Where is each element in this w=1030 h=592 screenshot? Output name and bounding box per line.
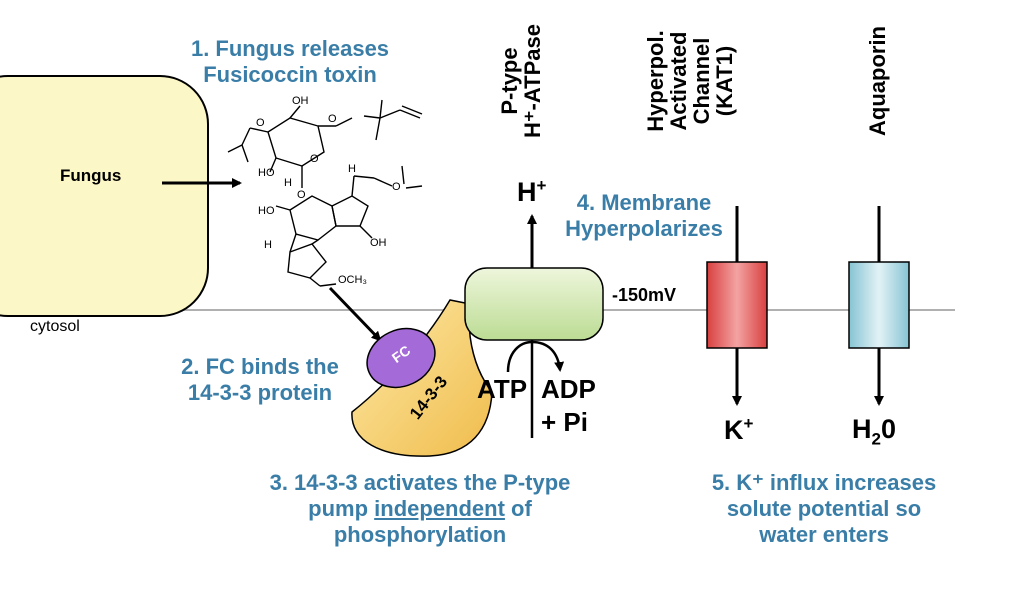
- fusicoccin-molecule: [227, 99, 423, 287]
- header-kat1-line-2: Activated: [666, 31, 691, 131]
- voltage-label: -150mV: [612, 285, 677, 305]
- step-3-line-3: phosphorylation: [333, 522, 507, 547]
- aquaporin-channel: [848, 261, 910, 349]
- mol-ho-mid: HO: [258, 205, 275, 217]
- cytosol-label: cytosol: [30, 318, 80, 335]
- step-5-line-1: 5. K⁺ influx increases: [711, 470, 937, 495]
- water-molecule: H20: [852, 414, 896, 449]
- fc-toxin: [366, 327, 436, 389]
- step-1-caption: 1. Fungus releases Fusicoccin toxin: [150, 36, 430, 88]
- step-4-line-2: Hyperpolarizes: [565, 216, 723, 241]
- step-4-line-1: 4. Membrane: [576, 190, 712, 215]
- molecule-lettering: OH O O HO H O O O H HO H OH OCH₃: [256, 95, 401, 286]
- mol-h-left: H: [264, 239, 272, 251]
- header-ptype-line-1: P-type: [497, 47, 522, 115]
- step-5-line-2: solute potential so: [726, 496, 922, 521]
- pump-body: [464, 267, 604, 341]
- step-2-caption: 2. FC binds the 14-3-3 protein: [150, 354, 370, 406]
- header-kat1-line-1: Hyperpol.: [643, 30, 668, 132]
- mol-o-ring: O: [310, 153, 319, 165]
- adp-curve-arrow: [531, 340, 565, 372]
- fungus-cell: [0, 75, 209, 317]
- mol-o-link: O: [297, 189, 306, 201]
- mol-h-ring: H: [284, 177, 292, 189]
- mol-o-top: O: [328, 113, 337, 125]
- fungus-label: Fungus: [60, 166, 122, 185]
- step-5-line-3: water enters: [759, 522, 889, 547]
- proton-sup: +: [536, 176, 547, 195]
- step-1-line-1: 1. Fungus releases: [190, 36, 390, 61]
- mol-oh-top: OH: [292, 95, 309, 107]
- mol-o-right: O: [392, 181, 401, 193]
- header-ptype-line-2: H⁺-ATPase: [520, 24, 545, 138]
- mol-oh-right: OH: [370, 237, 387, 249]
- step-3-of: of: [504, 496, 532, 521]
- step-3-line-2: pump independent of: [230, 496, 610, 522]
- step-3-pump: pump: [308, 496, 375, 521]
- header-aquaporin: Aquaporin: [865, 6, 890, 156]
- mol-h-mid: H: [348, 163, 356, 175]
- potassium-sup: +: [743, 414, 754, 433]
- potassium-k: K: [724, 415, 744, 445]
- mol-och3: OCH₃: [338, 274, 367, 286]
- header-kat1-line-4: (KAT1): [712, 45, 737, 117]
- step-2-line-2: 14-3-3 protein: [187, 380, 333, 405]
- adp-label: ADP: [541, 374, 596, 404]
- atp-curve: [506, 340, 533, 373]
- mol-ho-left: HO: [258, 167, 275, 179]
- header-kat1-line-3: Channel: [689, 37, 714, 125]
- header-aquaporin-line-1: Aquaporin: [865, 26, 890, 136]
- header-ptype-atpase: P-type H⁺-ATPase: [497, 6, 545, 156]
- step-5-caption: 5. K⁺ influx increases solute potential …: [664, 470, 984, 548]
- mol-o-left: O: [256, 117, 265, 129]
- atp-label: ATP: [477, 374, 528, 404]
- water-sub: 2: [871, 429, 881, 449]
- potassium-ion: K+: [724, 414, 753, 446]
- step-3-line-1: 3. 14-3-3 activates the P-type: [269, 470, 571, 495]
- step-3-independent: independent: [374, 496, 505, 521]
- step-3-caption: 3. 14-3-3 activates the P-type pump inde…: [230, 470, 610, 548]
- binding-arrow: [328, 286, 382, 342]
- step-1-line-2: Fusicoccin toxin: [203, 62, 377, 87]
- water-o: 0: [880, 414, 896, 444]
- step-2-line-1: 2. FC binds the: [181, 354, 339, 379]
- proton-ion: H+: [517, 176, 546, 208]
- step-4-caption: 4. Membrane Hyperpolarizes: [544, 190, 744, 242]
- kat1-channel: [706, 261, 768, 349]
- proton-h: H: [517, 177, 537, 207]
- pi-label: + Pi: [541, 407, 588, 437]
- header-kat1-channel: Hyperpol. Activated Channel (KAT1): [643, 6, 737, 156]
- water-h: H: [852, 414, 872, 444]
